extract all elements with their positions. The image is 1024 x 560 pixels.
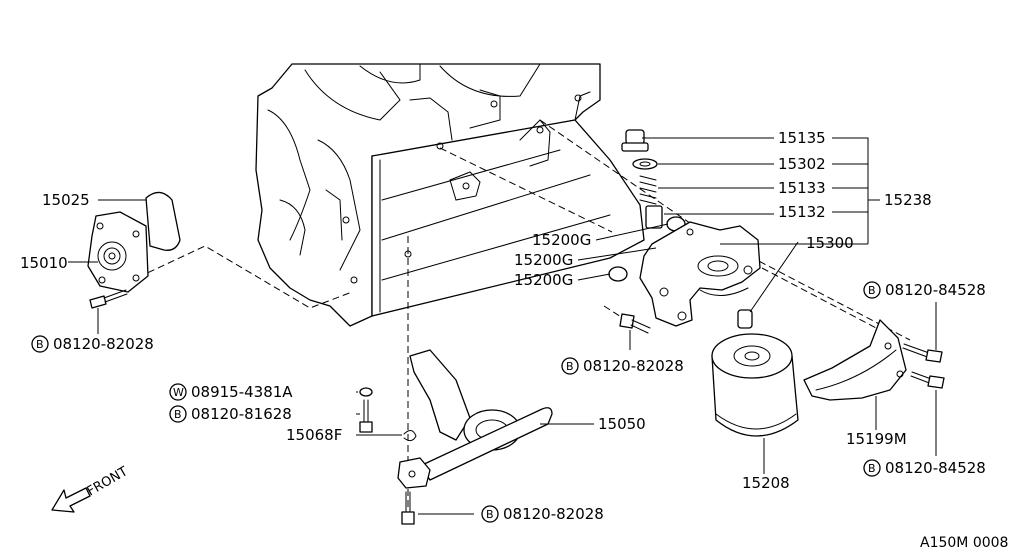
label-15238: 15238 <box>884 191 932 209</box>
strainer-bolt <box>401 491 415 525</box>
filter-bracket-bolt <box>619 313 651 334</box>
oil-strainer <box>397 349 553 489</box>
oil-baffle <box>803 319 907 401</box>
label-15300: 15300 <box>806 234 854 252</box>
baffle-bolt-lower <box>910 371 945 389</box>
callout-bolt-81628: B 08120-81628 <box>169 405 292 423</box>
connector-15300 <box>737 309 753 329</box>
oil-filter <box>711 333 799 437</box>
label-15132: 15132 <box>778 203 826 221</box>
filter-gasket-3 <box>608 266 628 282</box>
washer-prefix-icon: W <box>173 386 184 399</box>
engine-block <box>255 63 645 327</box>
relief-valve-cap <box>621 129 649 152</box>
label-washer-4381a: 08915-4381A <box>191 383 293 401</box>
relief-valve-spring <box>639 175 657 205</box>
strainer-o-ring <box>403 430 417 442</box>
bolt-prefix-icon: B <box>174 408 182 421</box>
label-bolt-84528-upper: 08120-84528 <box>885 281 986 299</box>
bolt-prefix-icon: B <box>868 284 876 297</box>
label-15068f: 15068F <box>286 426 342 444</box>
leader-lines <box>68 137 937 515</box>
front-label: FRONT <box>85 464 131 499</box>
callout-bolt-84528-upper: B 08120-84528 <box>863 281 986 299</box>
label-15010: 15010 <box>20 254 68 272</box>
label-15200g-2: 15200G <box>514 251 573 269</box>
bolt-81628 <box>359 399 373 433</box>
label-15135: 15135 <box>778 129 826 147</box>
front-arrow-icon <box>51 487 91 513</box>
bolt-prefix-icon: B <box>868 462 876 475</box>
label-15208: 15208 <box>742 474 790 492</box>
label-15200g-3: 15200G <box>514 271 573 289</box>
washer-08915 <box>359 387 373 397</box>
label-bolt-82028-strainer: 08120-82028 <box>503 505 604 523</box>
reference-code: A150M 0008 <box>920 535 1008 551</box>
label-bolt-82028-pump: 08120-82028 <box>53 335 154 353</box>
relief-valve-washer <box>632 158 658 170</box>
pump-bolt <box>89 289 128 309</box>
oil-pump <box>87 211 149 293</box>
relief-valve <box>645 205 663 229</box>
label-15199m: 15199M <box>846 430 907 448</box>
oil-filter-bracket <box>639 221 761 327</box>
label-15050: 15050 <box>598 415 646 433</box>
pump-cover-gasket <box>145 191 181 251</box>
callout-bolt-84528-lower: B 08120-84528 <box>863 459 986 477</box>
bolt-prefix-icon: B <box>566 360 574 373</box>
callout-bolt-82028-pump: B 08120-82028 <box>31 335 154 353</box>
label-15200g-1: 15200G <box>532 231 591 249</box>
callout-washer-4381a: W 08915-4381A <box>169 383 293 401</box>
label-15133: 15133 <box>778 179 826 197</box>
label-bolt-84528-lower: 08120-84528 <box>885 459 986 477</box>
label-15025: 15025 <box>42 191 90 209</box>
label-bolt-81628: 08120-81628 <box>191 405 292 423</box>
label-bolt-82028-filter: 08120-82028 <box>583 357 684 375</box>
callout-bolt-82028-filter: B 08120-82028 <box>561 357 684 375</box>
bolt-prefix-icon: B <box>36 338 44 351</box>
label-15302: 15302 <box>778 155 826 173</box>
bolt-prefix-icon: B <box>486 508 494 521</box>
baffle-bolt-upper <box>902 343 943 363</box>
callout-bolt-82028-strainer: B 08120-82028 <box>481 505 604 523</box>
